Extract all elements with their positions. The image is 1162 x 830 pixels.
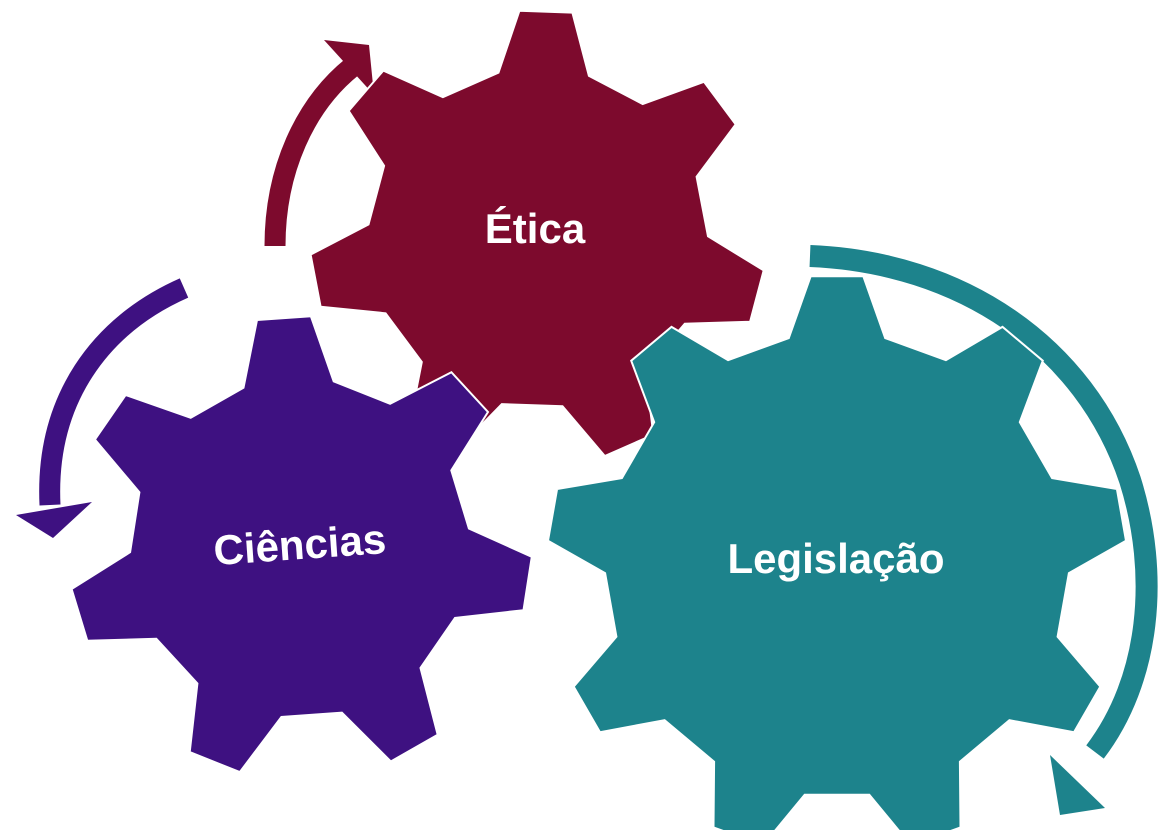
arrow-ciencias [16, 278, 189, 538]
gear-legislacao-label: Legislação [727, 535, 944, 582]
gear-ciencias-body [70, 315, 533, 774]
arrow-etica-shaft [264, 58, 359, 247]
gear-legislacao-body [546, 275, 1128, 830]
gear-legislacao: Legislação [546, 275, 1128, 830]
gear-ciencias: Ciências [70, 315, 533, 774]
arrow-legislacao [809, 245, 1158, 815]
arrow-etica [264, 40, 374, 247]
arrow-legislacao-shaft [809, 245, 1158, 759]
arrow-ciencias-head [16, 502, 92, 538]
gear-etica-label: Ética [485, 205, 586, 252]
arrow-legislacao-head [1050, 755, 1105, 815]
arrow-etica-head [324, 40, 374, 95]
arrow-ciencias-shaft [39, 278, 189, 506]
